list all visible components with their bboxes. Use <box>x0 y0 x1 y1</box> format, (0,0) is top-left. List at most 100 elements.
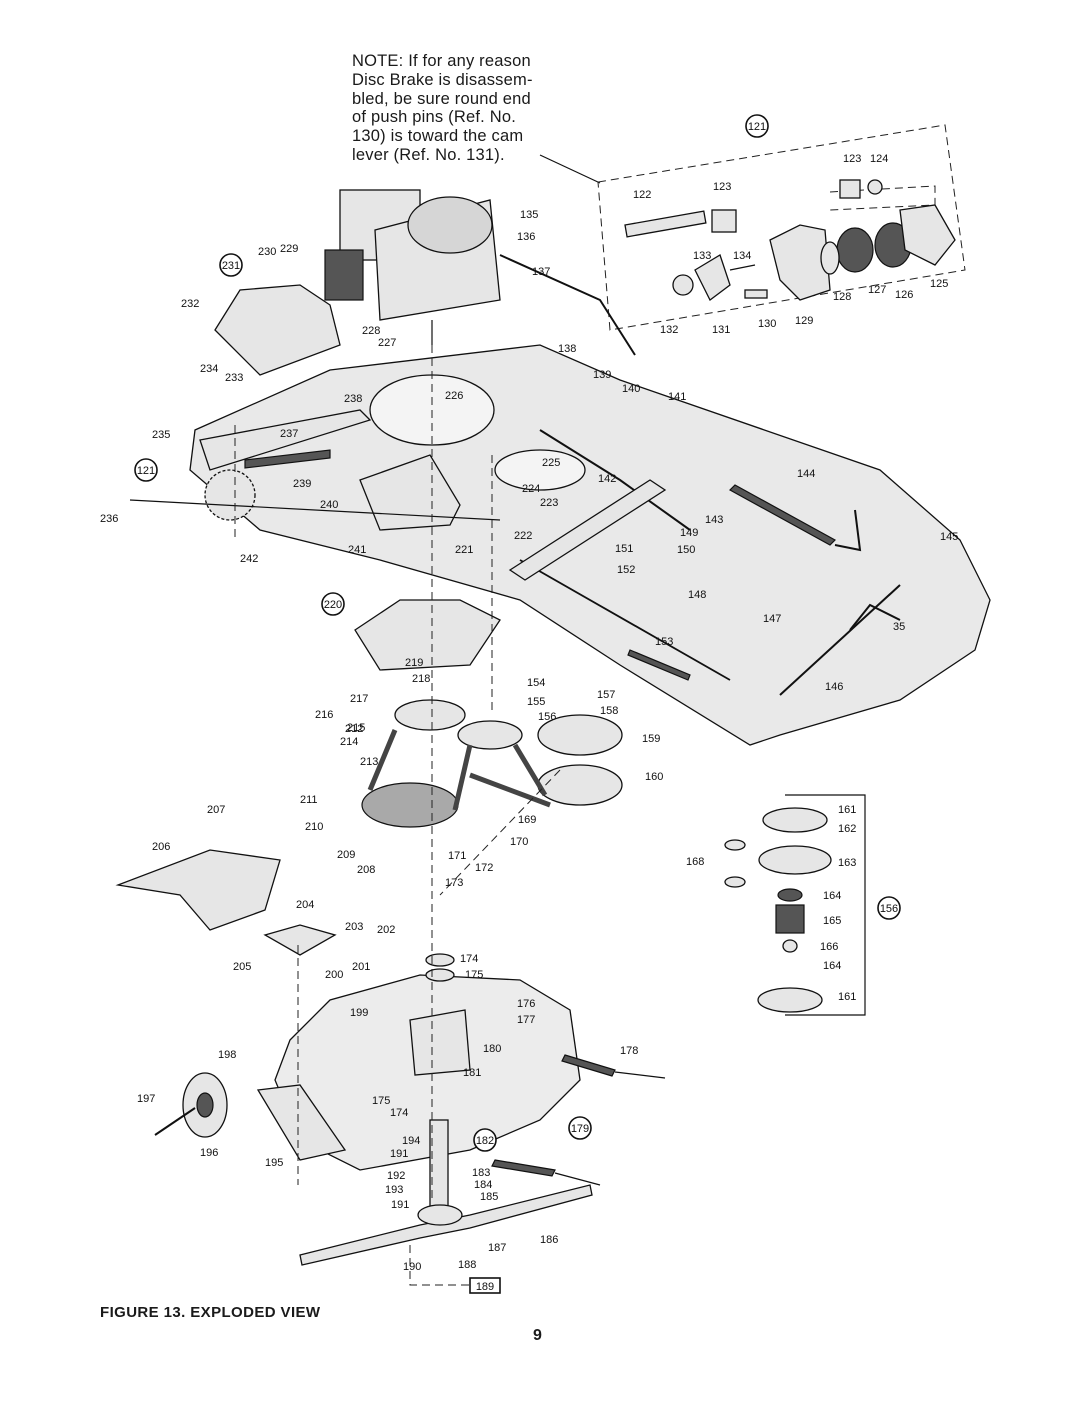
bushing-165 <box>775 904 805 934</box>
disc-161b <box>757 987 823 1013</box>
part-label: 188 <box>458 1259 476 1271</box>
part-label: 138 <box>558 343 576 355</box>
nut-124 <box>867 179 883 195</box>
part-label: 218 <box>412 673 430 685</box>
pulley-160 <box>537 764 623 806</box>
part-label: 198 <box>218 1049 236 1061</box>
part-label: 221 <box>455 544 473 556</box>
bracket-222 <box>508 479 667 581</box>
part-label: 125 <box>930 278 948 290</box>
part-label: 185 <box>480 1191 498 1203</box>
callout-182: 182 <box>473 1128 497 1152</box>
callout-231: 231 <box>219 253 243 277</box>
spring-153 <box>627 649 691 681</box>
part-label: 236 <box>100 513 118 525</box>
part-label: 130 <box>758 318 776 330</box>
callout-121: 121 <box>134 458 158 482</box>
note-line: 130) is toward the cam <box>352 127 524 146</box>
part-label: 226 <box>445 390 463 402</box>
mount-plate-180 <box>409 1009 471 1076</box>
note-line: lever (Ref. No. 131). <box>352 145 505 164</box>
disc-stack-bracket <box>785 794 866 1016</box>
part-label: 200 <box>325 969 343 981</box>
note-line: bled, be sure round end <box>352 89 531 108</box>
part-label: 165 <box>823 915 841 927</box>
engine-recoil-cover <box>407 196 493 254</box>
bearing-174 <box>425 953 455 967</box>
spacer-123 <box>711 209 737 233</box>
part-label: 123 <box>713 181 731 193</box>
pulley-housing-220 <box>354 599 501 671</box>
part-label: 134 <box>733 250 751 262</box>
part-label: 160 <box>645 771 663 783</box>
part-label: 154 <box>527 677 545 689</box>
part-label: 161 <box>838 804 856 816</box>
part-label: 228 <box>362 325 380 337</box>
part-label: 197 <box>137 1093 155 1105</box>
part-label: 155 <box>527 696 545 708</box>
part-label: 129 <box>795 315 813 327</box>
blade-adapter-185 <box>417 1204 463 1226</box>
figure-caption: FIGURE 13. EXPLODED VIEW <box>100 1304 321 1321</box>
part-label: 227 <box>378 337 396 349</box>
part-label: 222 <box>514 530 532 542</box>
part-label: 136 <box>517 231 535 243</box>
part-label: 164 <box>823 890 841 902</box>
part-label: 174 <box>460 953 478 965</box>
part-label: 163 <box>838 857 856 869</box>
part-label: 152 <box>617 564 635 576</box>
spring-134 <box>729 264 756 271</box>
part-label: 229 <box>280 243 298 255</box>
part-label: 184 <box>474 1179 492 1191</box>
part-label: 128 <box>833 291 851 303</box>
disc-163 <box>758 845 832 875</box>
part-label: 212 <box>345 723 363 735</box>
callout-156: 156 <box>877 896 901 920</box>
part-label: 173 <box>445 877 463 889</box>
bolt-group-bracket <box>409 1245 470 1286</box>
part-label: 192 <box>387 1170 405 1182</box>
cable-242 <box>129 499 501 521</box>
part-label: 193 <box>385 1184 403 1196</box>
spindle-shaft <box>429 1119 449 1216</box>
spring-178 <box>561 1054 616 1077</box>
part-label: 191 <box>390 1148 408 1160</box>
part-label: 168 <box>686 856 704 868</box>
part-label: 211 <box>300 794 318 806</box>
part-label: 224 <box>522 483 540 495</box>
callout-label: 121 <box>748 121 766 133</box>
push-pin-130 <box>744 289 768 299</box>
spring-144 <box>729 484 836 546</box>
part-label: 169 <box>518 814 536 826</box>
pulley-211 <box>361 782 459 828</box>
part-label: 166 <box>820 941 838 953</box>
part-label: 144 <box>797 468 815 480</box>
mower-frame <box>189 344 991 746</box>
part-label: 164 <box>823 960 841 972</box>
part-label: 153 <box>655 636 673 648</box>
idler-arm-237 <box>199 409 372 471</box>
callout-label: 179 <box>571 1123 589 1135</box>
bolt-197 <box>154 1107 196 1136</box>
part-label: 143 <box>705 514 723 526</box>
part-number-labels: 122 123 123 124 125 126 127 128 129 130 … <box>100 153 958 1273</box>
part-label: 158 <box>600 705 618 717</box>
part-label: 140 <box>622 383 640 395</box>
part-label: 161 <box>838 991 856 1003</box>
part-label: 230 <box>258 246 276 258</box>
part-label: 151 <box>615 543 633 555</box>
note-line: of push pins (Ref. No. <box>352 108 516 127</box>
part-label: 233 <box>225 372 243 384</box>
part-label: 147 <box>763 613 781 625</box>
brake-pad-127 <box>836 227 874 273</box>
rod-148 <box>519 559 731 681</box>
part-label: 209 <box>337 849 355 861</box>
spring-hook-183 <box>554 1172 601 1186</box>
part-label: 237 <box>280 428 298 440</box>
pulley-159 <box>537 714 623 756</box>
part-label: 123 <box>843 153 861 165</box>
part-label: 199 <box>350 1007 368 1019</box>
callout-label: 182 <box>476 1135 494 1147</box>
